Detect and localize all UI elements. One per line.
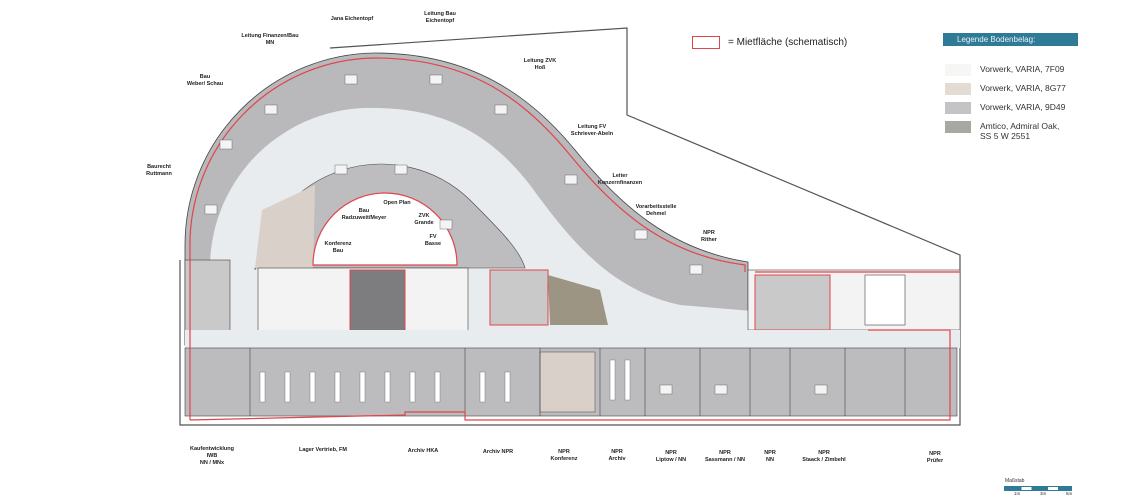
- office-label: Leiter Konzernfinanzen: [597, 173, 643, 186]
- floor-legend-label: Vorwerk, VARIA, 9D49: [980, 102, 1066, 112]
- room-dividers: [249, 348, 906, 416]
- floor-legend-item: Vorwerk, VARIA, 7F09: [945, 64, 1064, 76]
- room-label: Open Plan: [383, 200, 411, 206]
- wc-middle: [489, 269, 549, 326]
- desks: [204, 74, 828, 395]
- floor-legend-item: Amtico, Admiral Oak, SS 5 W 2551: [945, 121, 1059, 141]
- room-label: Lager Vertrieb, FM: [299, 447, 347, 453]
- floor-legend-label: Vorwerk, VARIA, 8G77: [980, 83, 1066, 93]
- room-label: NPR Prüfer: [926, 451, 944, 464]
- floor-legend-item: Vorwerk, VARIA, 9D49: [945, 102, 1065, 114]
- room-label: NPR Archiv: [608, 449, 626, 462]
- floor-legend-label: Vorwerk, VARIA, 7F09: [980, 64, 1065, 74]
- room-label: NPR Sassmann / NN: [704, 450, 746, 463]
- room-label: NPR Konferenz: [550, 449, 578, 462]
- room-label: Archiv NPR: [482, 449, 514, 455]
- floor-legend-label: Amtico, Admiral Oak, SS 5 W 2551: [980, 121, 1060, 141]
- office-label: NPR Rither: [701, 230, 717, 243]
- scale-title: Maßstab: [1005, 478, 1025, 484]
- room-label: Archiv HKA: [407, 448, 439, 454]
- rental-area-legend-swatch: [692, 36, 720, 49]
- lounge-area: [548, 275, 608, 325]
- scale-bar: [1004, 486, 1072, 491]
- floor-swatch: [945, 64, 971, 76]
- room-label: Kaufentwicklung IWB NN / MNx: [189, 446, 235, 466]
- room-label: Bau Radzuweit/Meyer: [341, 208, 387, 221]
- conference-room: [255, 185, 315, 268]
- npr-conference-room: [539, 351, 596, 413]
- floor-swatch: [945, 102, 971, 114]
- office-label: Baurecht Ruttmann: [146, 164, 172, 177]
- office-label: Leitung FV Schriever-Abeln: [570, 124, 614, 137]
- office-label: Vorarbeitsstelle Dehmel: [635, 204, 677, 217]
- building-outline: [179, 27, 961, 426]
- room-label: NPR NN: [764, 450, 776, 463]
- stair-right: [864, 274, 906, 326]
- room-label: NPR Staack / Zimbehl: [802, 450, 846, 463]
- office-label: Bau Weber/ Schau: [186, 74, 224, 87]
- rental-area-legend-label: = Mietfläche (schematisch): [728, 37, 848, 48]
- rental-area-outline: [189, 57, 960, 421]
- open-plan-area: [312, 192, 458, 266]
- office-label: Leitung Bau Eichentopf: [424, 11, 456, 24]
- room-label: NPR Liptow / NN: [655, 450, 687, 463]
- floor-legend-item: Vorwerk, VARIA, 8G77: [945, 83, 1066, 95]
- scale-tick: 5m: [1066, 491, 1073, 495]
- room-label: Konferenz Bau: [324, 241, 352, 254]
- floor-swatch: [945, 83, 971, 95]
- floor-swatch: [945, 121, 971, 133]
- office-label: Leitung ZVK Hoß: [523, 58, 557, 71]
- room-label: FV Basse: [424, 234, 442, 247]
- office-label: Leitung Finanzen/Bau MN: [241, 33, 299, 46]
- archive-shelves: [259, 359, 631, 403]
- scale-tick: 3m: [1040, 491, 1047, 495]
- floor-legend-title: Legende Bodenbelag:: [943, 33, 1078, 46]
- room-label: ZVK Grande: [414, 213, 434, 226]
- bottom-corridor: [185, 330, 960, 348]
- wc-right: [754, 274, 831, 331]
- scale-tick: 1m: [1014, 491, 1021, 495]
- office-label: Jana Eichentopf: [330, 16, 374, 22]
